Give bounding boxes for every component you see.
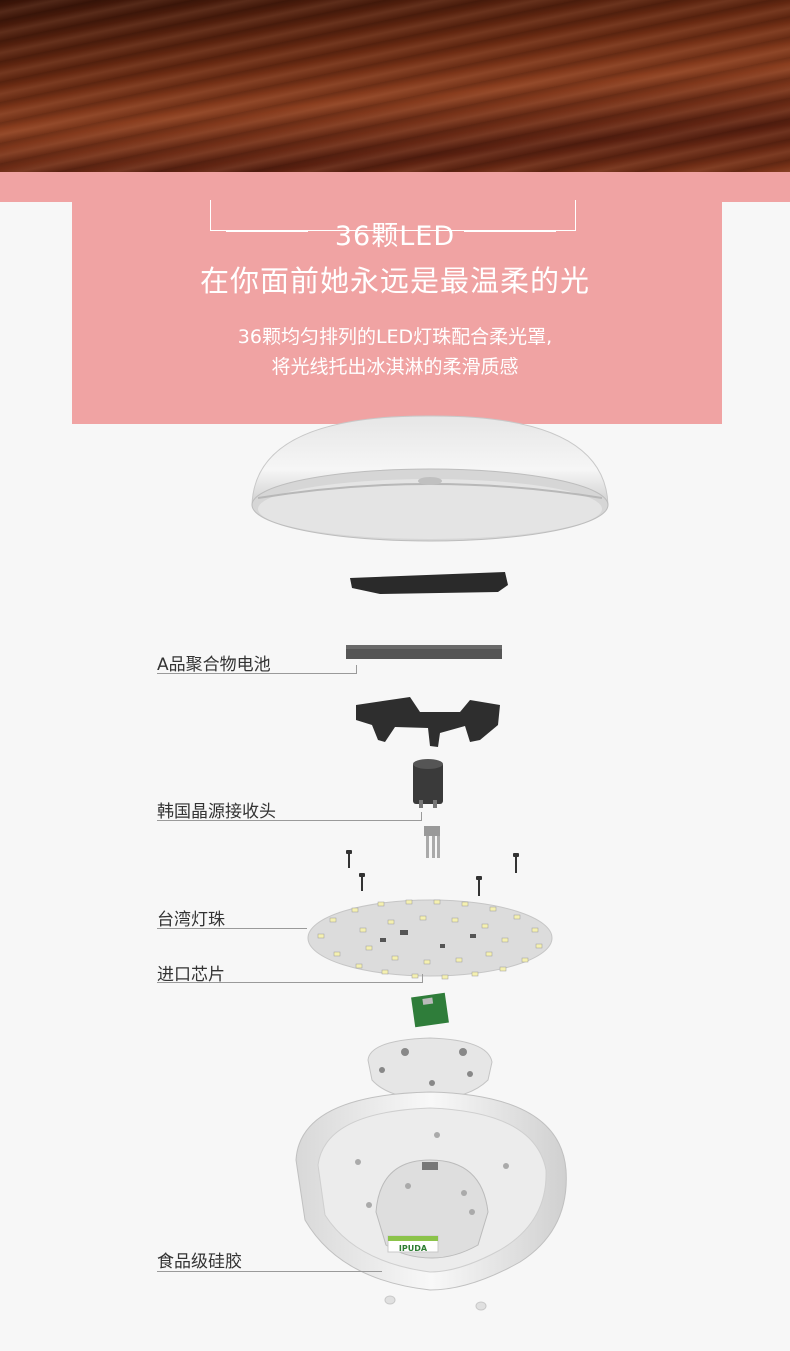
leader-led [157,928,307,929]
title-line-right [464,231,556,232]
chip-board [411,992,449,1028]
description-line2: 将光线托出冰淇淋的柔滑质感 [271,356,519,378]
connector-pins [424,826,440,858]
screws [346,850,519,896]
title-frame [210,200,576,231]
title-line1: 36颗LED [334,221,456,252]
battery [346,645,502,659]
mounting-plate [367,1037,493,1101]
leader-battery [157,673,356,674]
leader-receiver [157,820,421,821]
base-housing [295,1091,567,1291]
leader-chip-tick [422,974,423,983]
description-line1: 36颗均匀排列的LED灯珠配合柔光罩, [237,326,553,348]
label-led: 台湾灯珠 [157,910,225,930]
led-board [307,899,553,980]
label-battery: A品聚合物电池 [157,655,271,675]
black-frame [356,697,500,747]
description: 36颗均匀排列的LED灯珠配合柔光罩, 将光线托出冰淇淋的柔滑质感 [0,322,790,382]
leader-chip [157,982,422,983]
title-line2: 在你面前她永远是最温柔的光 [199,264,590,298]
leader-receiver-tick [421,812,422,821]
receiver-sensor [413,759,443,808]
brand-badge: IPUDA [387,1235,439,1253]
silicone-feet [384,1295,487,1311]
brand-badge-text: IPUDA [399,1244,428,1253]
wood-background [0,0,790,172]
pink-strip [0,172,790,202]
dark-plate [350,572,508,594]
label-chip: 进口芯片 [157,965,225,985]
pink-header-panel [72,202,722,424]
title-line-left [226,231,308,232]
label-receiver: 韩国晶源接收头 [157,802,276,822]
label-silicone: 食品级硅胶 [157,1252,242,1272]
leader-silicone [157,1271,382,1272]
dome-shade [251,415,609,542]
leader-battery-tick [356,665,357,674]
